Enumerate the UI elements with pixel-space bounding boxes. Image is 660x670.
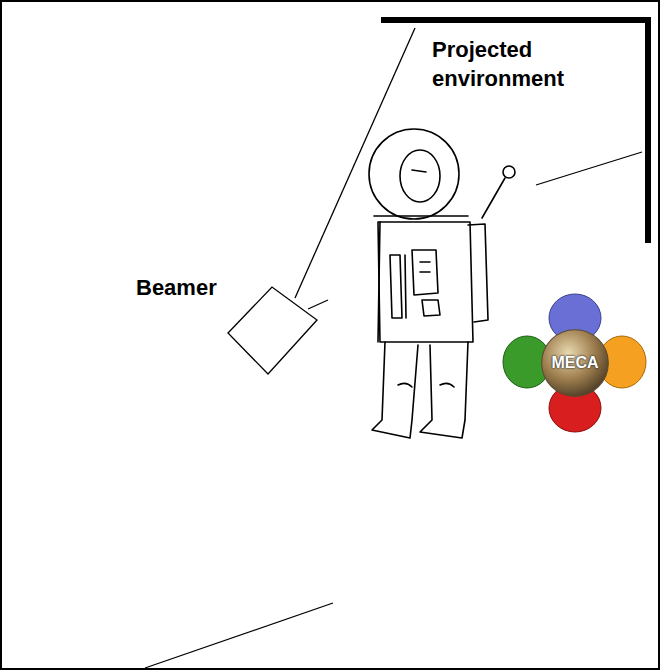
logo-text: MECA (551, 354, 598, 372)
logo-globe: MECA (541, 329, 609, 397)
beamer-label: Beamer (136, 274, 256, 303)
title-label: Projected environment (432, 36, 622, 93)
